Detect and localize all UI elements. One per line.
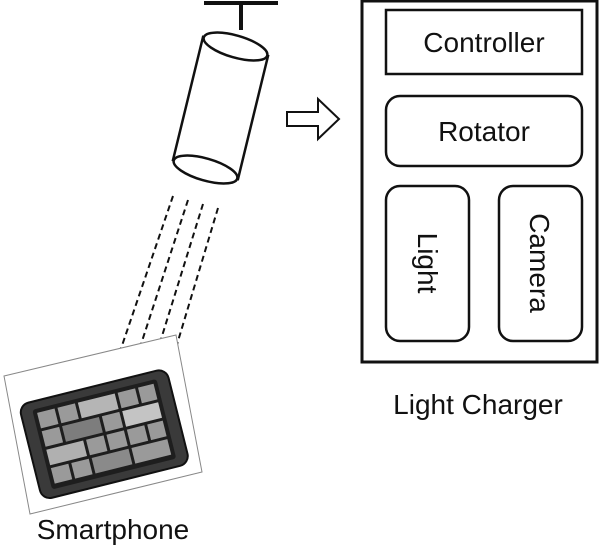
lamp-icon (171, 1, 278, 185)
controller-label: Controller (423, 27, 544, 58)
camera-box (497, 184, 584, 343)
rotator-box (384, 94, 584, 168)
light-label: Light (412, 233, 443, 294)
camera-label: Camera (524, 213, 555, 313)
rotator-label: Rotator (438, 116, 530, 147)
smartphone-caption: Smartphone (37, 514, 190, 545)
light-charger-caption: Light Charger (393, 389, 563, 420)
controller-box (384, 8, 584, 76)
smartphone-icon (3, 334, 203, 515)
light-box (384, 184, 471, 343)
arrow-right-icon (286, 96, 341, 142)
